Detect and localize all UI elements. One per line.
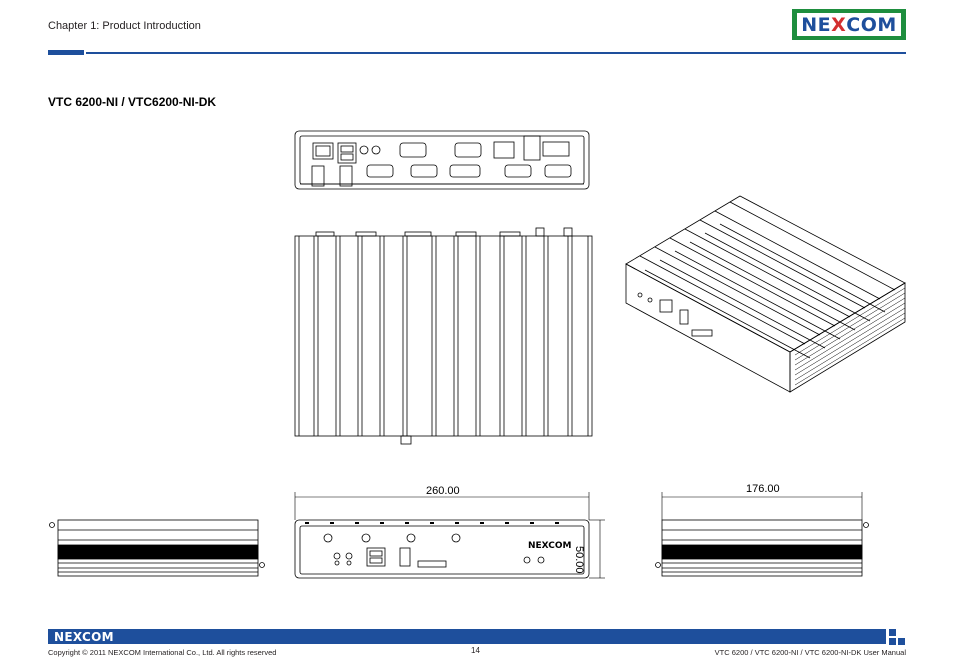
logo-text-pre: NE	[801, 13, 832, 36]
dimension-lines	[294, 492, 863, 579]
front-panel-drawing	[294, 519, 590, 579]
depth-dimension-label: 176.00	[746, 483, 780, 495]
left-side-view-drawing	[49, 519, 265, 577]
section-title: VTC 6200-NI / VTC6200-NI-DK	[48, 95, 217, 109]
footer-logo: NEXCOM	[54, 630, 114, 644]
footer-logo-post: COM	[81, 630, 114, 644]
footer-logo-pre: NE	[54, 630, 73, 644]
right-side-view-drawing	[655, 519, 869, 577]
isometric-view-drawing	[625, 195, 906, 393]
header-rule	[86, 52, 906, 54]
footer-logo-x: X	[72, 630, 82, 644]
front-panel-vents	[305, 522, 559, 524]
footer-copyright: Copyright © 2011 NEXCOM International Co…	[48, 648, 277, 657]
logo-text-post: COM	[846, 13, 897, 36]
chapter-header: Chapter 1: Product Introduction	[48, 20, 201, 32]
width-dimension-label: 260.00	[426, 485, 460, 497]
footer-bar	[48, 629, 886, 644]
page-number: 14	[471, 646, 480, 655]
front-panel-logo: NEXCOM	[528, 541, 572, 551]
header-rule-accent	[48, 50, 84, 55]
footer-squares-decoration	[889, 629, 906, 646]
height-dimension-label: 50.00	[573, 546, 585, 574]
top-view-drawing	[294, 227, 593, 445]
rear-panel-drawing	[294, 130, 590, 190]
logo-text-x: X	[831, 13, 847, 36]
footer-manual-title: VTC 6200 / VTC 6200-NI / VTC 6200-NI-DK …	[714, 648, 906, 657]
